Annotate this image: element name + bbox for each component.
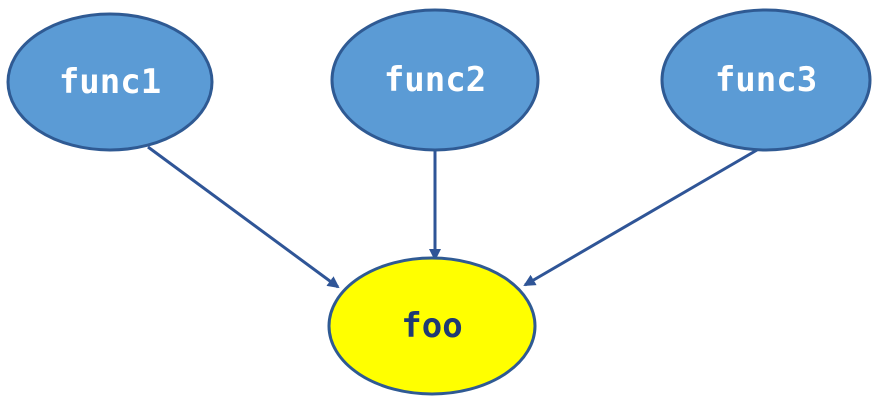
node-func1: func1 (6, 12, 214, 152)
node-func1-shape (6, 12, 214, 152)
node-func2-label: func2 (384, 60, 486, 100)
node-func3-shape (660, 8, 872, 152)
node-func3-label: func3 (715, 60, 817, 100)
node-func3: func3 (660, 8, 872, 152)
edge-func1-foo (147, 145, 340, 289)
node-foo: foo (327, 256, 537, 396)
node-func2: func2 (330, 8, 540, 152)
node-func1-label: func1 (59, 62, 161, 102)
edge-func3-foo (523, 148, 758, 287)
node-foo-label: foo (401, 306, 462, 346)
node-func2-shape (330, 8, 540, 152)
node-foo-shape (327, 256, 537, 396)
